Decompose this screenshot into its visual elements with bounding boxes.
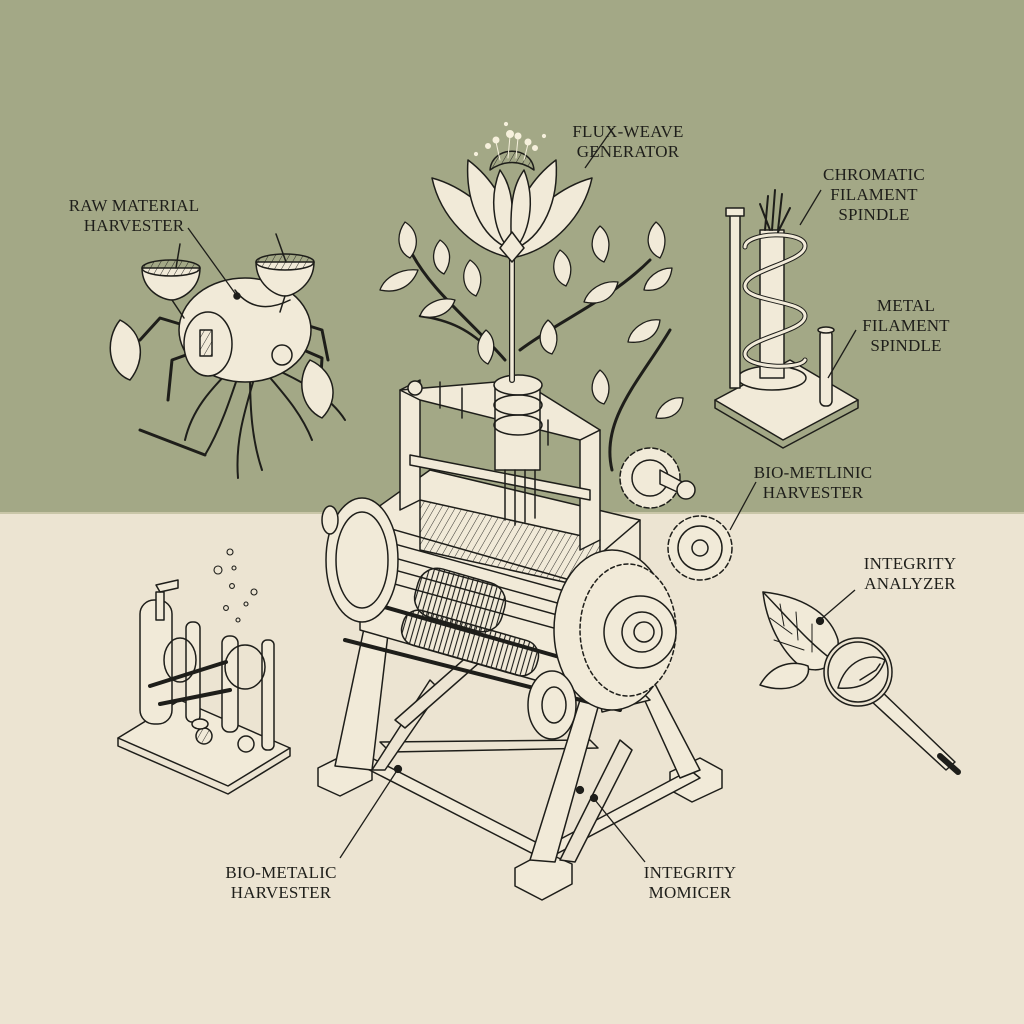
spiral-spindle xyxy=(714,189,859,449)
label-chromatic-filament-spindle: CHROMATIC FILAMENT SPINDLE xyxy=(823,165,925,224)
label-raw-material-harvester: RAW MATERIAL HARVESTER xyxy=(68,196,200,235)
leader-line-bio-metalic-harvester xyxy=(339,768,399,859)
label-bio-metlinic-harvester: BIO-METLINIC HARVESTER xyxy=(753,463,873,502)
crab-harvester xyxy=(109,233,346,479)
leader-lines xyxy=(187,127,857,863)
label-bio-metalic-harvester: BIO-METALIC HARVESTER xyxy=(225,863,337,902)
flux-flower xyxy=(379,121,684,472)
label-integrity-analyzer: INTEGRITY ANALYZER xyxy=(863,554,957,593)
leader-line-integrity-analyzer xyxy=(819,589,856,621)
leader-dot xyxy=(575,785,585,795)
label-metal-filament-spindle: METAL FILAMENT SPINDLE xyxy=(862,296,950,355)
leader-line-flux-weave-generator xyxy=(584,127,614,169)
leader-line-integrity-momicer xyxy=(594,799,646,863)
test-tube-rack xyxy=(117,548,291,795)
leaf-magnifier xyxy=(759,591,961,775)
label-flux-weave-generator: FLUX-WEAVE GENERATOR xyxy=(572,122,684,161)
leader-line-metal-filament-spindle xyxy=(827,329,857,379)
leader-line-raw-material-harvester xyxy=(187,227,238,297)
leader-line-bio-metlinic-harvester xyxy=(729,481,757,531)
leader-dot-bio-metalic-harvester xyxy=(393,764,403,774)
loom-machine xyxy=(317,374,733,901)
leader-line-chromatic-filament-spindle xyxy=(799,189,822,226)
leader-dot-integrity-momicer xyxy=(589,793,599,803)
leader-dot-integrity-analyzer xyxy=(815,616,825,626)
label-integrity-momicer: INTEGRITY MOMICER xyxy=(643,863,737,902)
